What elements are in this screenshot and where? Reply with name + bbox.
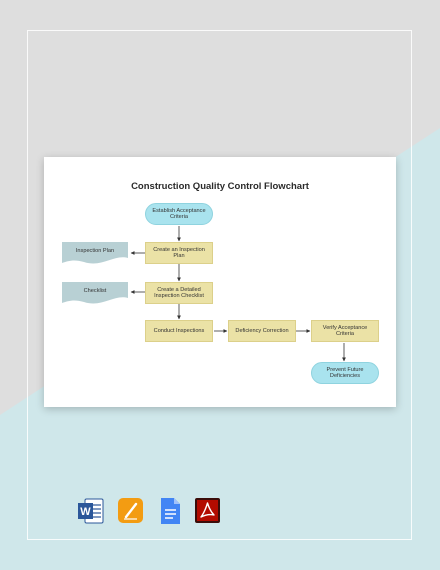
document-label: Inspection Plan	[75, 247, 115, 254]
flowchart-title: Construction Quality Control Flowchart	[131, 181, 309, 192]
checklist-document-shape	[62, 282, 128, 304]
node-label: Prevent Future Deficiencies	[326, 366, 364, 379]
connectors	[62, 226, 346, 362]
node-label: Create an Inspection Plan	[153, 246, 205, 259]
node-label: Deficiency Correction	[235, 327, 289, 334]
google-docs-icon[interactable]	[158, 497, 184, 525]
document-checklist: Checklist	[62, 282, 128, 304]
word-icon[interactable]: W	[78, 497, 104, 525]
node-prevent-future-deficiencies: Prevent Future Deficiencies	[311, 362, 379, 384]
pdf-icon[interactable]	[195, 497, 221, 525]
node-create-detailed-checklist: Create a Detailed Inspection Checklist	[145, 282, 213, 304]
node-label: Create a Detailed Inspection Checklist	[154, 286, 204, 299]
node-label: Establish Acceptance Criteria	[152, 207, 206, 220]
svg-text:W: W	[80, 506, 91, 518]
document-label: Checklist	[83, 287, 107, 294]
node-verify-acceptance-criteria: Verify Acceptance Criteria	[311, 320, 379, 342]
node-establish-acceptance-criteria: Establish Acceptance Criteria	[145, 203, 213, 225]
node-conduct-inspections: Conduct Inspections	[145, 320, 213, 342]
preview-frame	[27, 30, 412, 540]
pages-icon[interactable]	[118, 497, 144, 525]
node-deficiency-correction: Deficiency Correction	[228, 320, 296, 342]
document-inspection-plan: Inspection Plan	[62, 242, 128, 264]
node-create-inspection-plan: Create an Inspection Plan	[145, 242, 213, 264]
node-label: Conduct Inspections	[153, 327, 205, 334]
inspection-plan-document-shape	[62, 242, 128, 264]
flowchart-sheet: Construction Quality Control Flowchart E…	[44, 157, 396, 407]
node-label: Verify Acceptance Criteria	[322, 324, 368, 337]
